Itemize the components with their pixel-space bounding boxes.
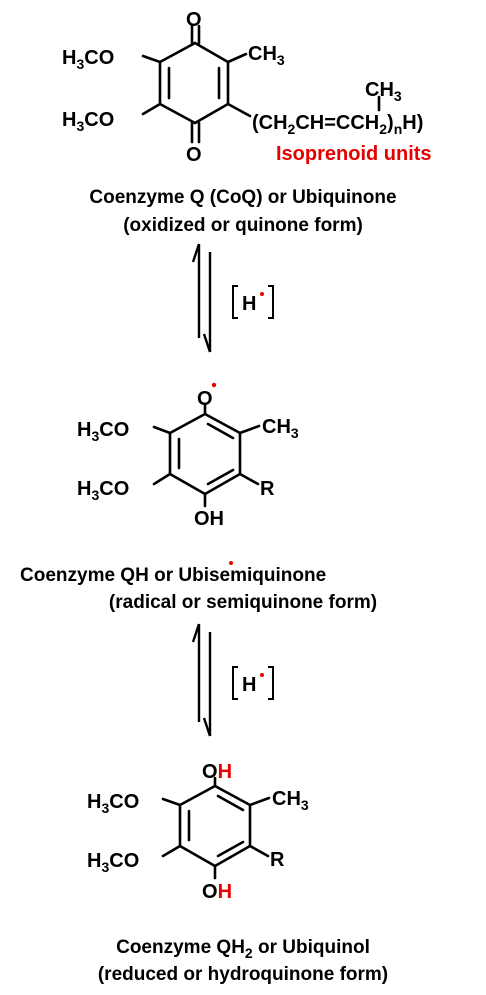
radical-dot-oxygen [211, 382, 217, 388]
radical-dot-caption [229, 561, 233, 565]
ubiquinone-methoxy-bottom: H3CO [62, 109, 114, 134]
radical-dot-reagent-2 [260, 673, 264, 677]
ubiquinol-hydroxyl-bottom: OH [202, 881, 232, 903]
radical-dot-reagent-1 [260, 292, 264, 296]
ubiquinol-caption-line2: (reduced or hydroquinone form) [98, 964, 388, 985]
reagent-h-2: H [242, 674, 256, 696]
isoprenoid-units-label: Isoprenoid units [276, 143, 432, 165]
ubisemiquinone-methoxy-bottom: H3CO [77, 478, 129, 503]
ubiquinone-methyl: CH3 [248, 43, 285, 68]
ubiquinone-ring [141, 24, 381, 144]
ubisemiquinone-ring [152, 403, 261, 508]
ubisemiquinone-hydroxyl: OH [194, 508, 224, 530]
ubiquinone-oxygen-bottom: O [186, 144, 202, 166]
ubiquinol-structure: OH OH H3CO H3CO CH3 R Coenzyme QH2 or Ub… [87, 761, 388, 985]
ubiquinone-caption-line2: (oxidized or quinone form) [123, 215, 363, 236]
ubiquinone-methoxy-top: H3CO [62, 47, 114, 72]
ubiquinol-methoxy-top: H3CO [87, 791, 139, 816]
ubisemiquinone-caption-line1: Coenzyme QH or Ubisemiquinone [20, 565, 326, 586]
ubiquinone-oxygen-top: O [186, 9, 202, 31]
ubisemiquinone-caption-line2: (radical or semiquinone form) [109, 592, 377, 613]
ubisemiquinone-oxygen-top: O [197, 388, 213, 410]
reagent-h-1: H [242, 293, 256, 315]
ubiquinone-side-chain: (CH2CH=CCH2)nH) [252, 112, 423, 137]
ubisemiquinone-r-group: R [260, 478, 275, 500]
ubisemiquinone-methyl: CH3 [262, 416, 299, 441]
ubisemiquinone-structure: O OH H3CO H3CO CH3 R Coenzyme QH or Ubis… [20, 382, 377, 613]
ubiquinol-methyl: CH3 [272, 788, 309, 813]
ubiquinol-methoxy-bottom: H3CO [87, 850, 139, 875]
equilibrium-arrow-2: H [191, 623, 274, 737]
ubiquinone-structure: O O H3CO H3CO CH3 CH3 (CH2CH=CCH2)nH) Is… [62, 9, 432, 236]
ubiquinol-ring [161, 776, 271, 880]
ubiquinol-hydroxyl-top: OH [202, 761, 232, 783]
ubiquinol-caption-line1: Coenzyme QH2 or Ubiquinol [116, 937, 370, 961]
equilibrium-arrow-1: H [191, 243, 274, 353]
ubisemiquinone-methoxy-top: H3CO [77, 419, 129, 444]
ubiquinone-side-chain-methyl: CH3 [365, 79, 402, 104]
ubiquinone-caption-line1: Coenzyme Q (CoQ) or Ubiquinone [89, 187, 396, 208]
ubiquinol-r-group: R [270, 849, 285, 871]
